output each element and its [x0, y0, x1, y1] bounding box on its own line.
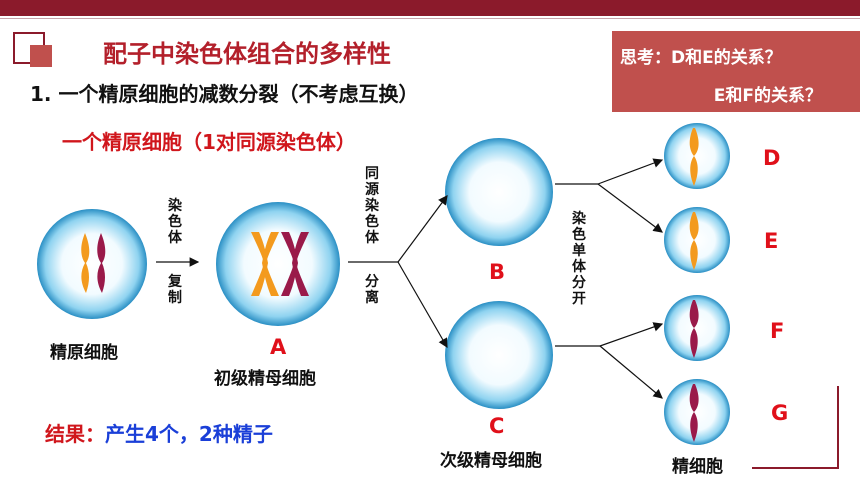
primary-cell [216, 202, 340, 326]
sperm-f-chromosome [689, 300, 699, 358]
sperm-cell-f [664, 295, 730, 361]
section-subtitle: 1. 一个精原细胞的减数分裂（不考虑互换） [30, 82, 419, 106]
corner-deco-bottom-right [752, 386, 839, 469]
label-b: B [489, 260, 506, 284]
result-value: 产生4个，2种精子 [105, 422, 273, 446]
secondary-cell-b [445, 138, 553, 246]
label-e: E [764, 229, 779, 253]
arrow-to-d [597, 158, 664, 185]
label-a: A [270, 335, 287, 359]
arrow-to-e [597, 183, 663, 233]
replicated-chromosome-orange [251, 232, 279, 296]
separate-bottom-text: 分离 [365, 274, 379, 306]
secondary-label: 次级精母细胞 [440, 451, 542, 471]
page-title: 配子中染色体组合的多样性 [103, 40, 391, 68]
replicated-chromosome-purple [281, 232, 309, 296]
arrow-to-b [397, 195, 448, 263]
sperm-d-chromosome [689, 128, 699, 186]
primary-label: 初级精母细胞 [214, 369, 316, 389]
corner-deco-top-left [13, 32, 52, 67]
premise-caption: 一个精原细胞（1对同源染色体） [62, 130, 356, 154]
label-c: C [489, 414, 505, 438]
sperm-label: 精细胞 [672, 457, 723, 477]
secondary-cell-c [445, 301, 553, 409]
think-box: 思考：D和E的关系？ E和F的关系？ [612, 31, 860, 112]
result-text: 结果：产生4个，2种精子 [45, 418, 273, 447]
result-key: 结果： [45, 422, 105, 446]
replicate-bottom-text: 复制 [168, 274, 182, 306]
label-g: G [771, 401, 789, 425]
chromatid-text: 染色单体分开 [572, 211, 586, 307]
separate-top-text: 同源染色体 [365, 166, 379, 246]
arrow-to-g [599, 345, 663, 399]
think-line-2: E和F的关系？ [713, 86, 822, 106]
spermatogonium-cell [37, 209, 147, 319]
label-d: D [763, 146, 781, 170]
sperm-e-chromosome [689, 212, 699, 270]
top-divider [0, 18, 860, 19]
sperm-g-chromosome [689, 384, 699, 442]
label-f: F [770, 319, 785, 343]
spermatogonium-label: 精原细胞 [50, 343, 118, 363]
replicate-top-text: 染色体 [168, 198, 182, 246]
top-banner [0, 0, 860, 16]
think-line-1: 思考：D和E的关系？ [620, 48, 782, 68]
sperm-cell-e [664, 207, 730, 273]
sperm-cell-g [664, 379, 730, 445]
chromosome-orange [81, 233, 90, 293]
arrow-to-c [397, 261, 448, 349]
sperm-cell-d [664, 123, 730, 189]
chromosome-purple [97, 233, 106, 293]
arrow-to-f [599, 322, 664, 347]
